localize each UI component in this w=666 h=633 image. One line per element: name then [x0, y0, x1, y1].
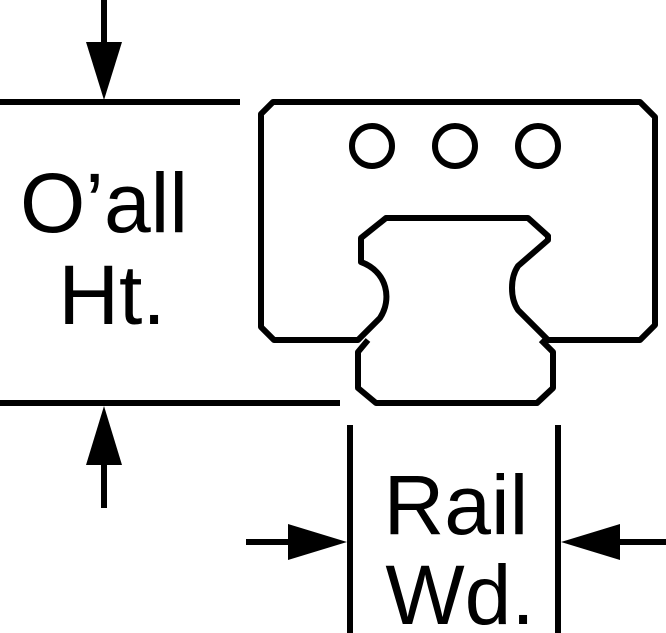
mounting-hole: [432, 123, 478, 169]
overall-height-top-arrow: [86, 0, 122, 100]
rail-width-left-arrow: [246, 524, 347, 560]
carriage-block: [258, 99, 658, 343]
overall-height-label-line2: Ht.: [58, 248, 165, 342]
mounting-hole: [349, 123, 395, 169]
overall-height-bottom-arrow: [86, 406, 122, 508]
mounting-holes: [349, 123, 561, 169]
rail-width-label-line1: Rail: [384, 458, 529, 552]
rail-profile: [355, 337, 556, 406]
mounting-hole: [515, 123, 561, 169]
overall-height-label-line1: O’all: [20, 156, 188, 250]
rail-width-label-line2: Wd.: [385, 548, 534, 633]
rail-width-right-arrow: [561, 524, 666, 560]
